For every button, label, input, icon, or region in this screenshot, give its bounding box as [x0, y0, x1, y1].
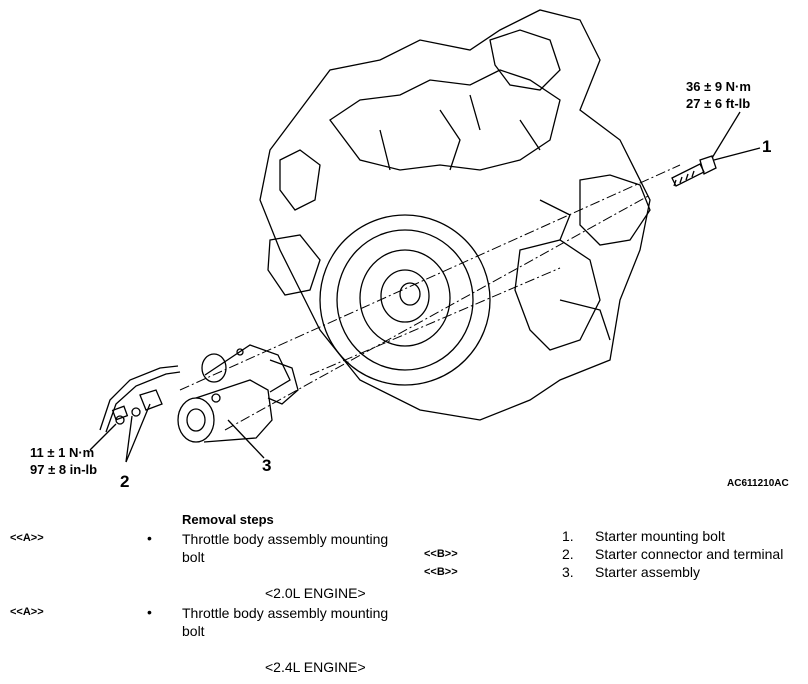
ref-mark: <<B>>: [424, 548, 458, 560]
torque-metric: 36 ± 9 N·m: [686, 79, 751, 94]
step-number: 3.: [562, 564, 574, 580]
starter-mounting-bolt: [671, 155, 717, 187]
torque-spec-bolt: 36 ± 9 N·m 27 ± 6 ft-lb: [686, 78, 751, 112]
starter-connector-terminal: [99, 365, 181, 433]
leader-1: [713, 147, 761, 161]
alignment-lines: [179, 164, 681, 431]
ref-mark: <<B>>: [424, 566, 458, 578]
leader-3: [227, 419, 265, 459]
leader-torque-left: [89, 423, 117, 451]
bullet: •: [147, 604, 152, 620]
torque-imperial: 97 ± 8 in-lb: [30, 462, 98, 477]
transaxle-illustration: [259, 9, 651, 421]
callout-1: 1: [762, 137, 772, 156]
starter-motor-diagram: [89, 9, 761, 463]
step-text: Starter assembly: [595, 564, 701, 580]
engine-variant: <2.4L ENGINE>: [265, 659, 366, 675]
step-text: Throttle body assembly mounting bolt: [182, 531, 389, 565]
step-text: Throttle body assembly mounting bolt: [182, 605, 389, 639]
figure-id: AC611210AC: [727, 478, 789, 489]
callout-3: 3: [262, 456, 272, 475]
torque-spec-terminal: 11 ± 1 N·m 97 ± 8 in-lb: [30, 444, 97, 478]
ref-mark: <<A>>: [10, 606, 44, 618]
step-number: 1.: [562, 528, 574, 544]
torque-imperial: 27 ± 6 ft-lb: [686, 96, 751, 111]
bullet: •: [147, 530, 152, 546]
step-text: Starter mounting bolt: [595, 528, 725, 544]
engine-variant: <2.0L ENGINE>: [265, 585, 366, 601]
leader-2a: [125, 415, 133, 463]
removal-steps-title: Removal steps: [182, 512, 274, 527]
step-text: Starter connector and terminal: [595, 546, 784, 562]
starter-assembly: [177, 344, 299, 443]
leader-torque-top: [711, 111, 741, 159]
callout-2: 2: [120, 472, 130, 491]
ref-mark: <<A>>: [10, 532, 44, 544]
leader-2b: [125, 403, 151, 463]
torque-metric: 11 ± 1 N·m: [30, 445, 95, 460]
step-number: 2.: [562, 546, 574, 562]
